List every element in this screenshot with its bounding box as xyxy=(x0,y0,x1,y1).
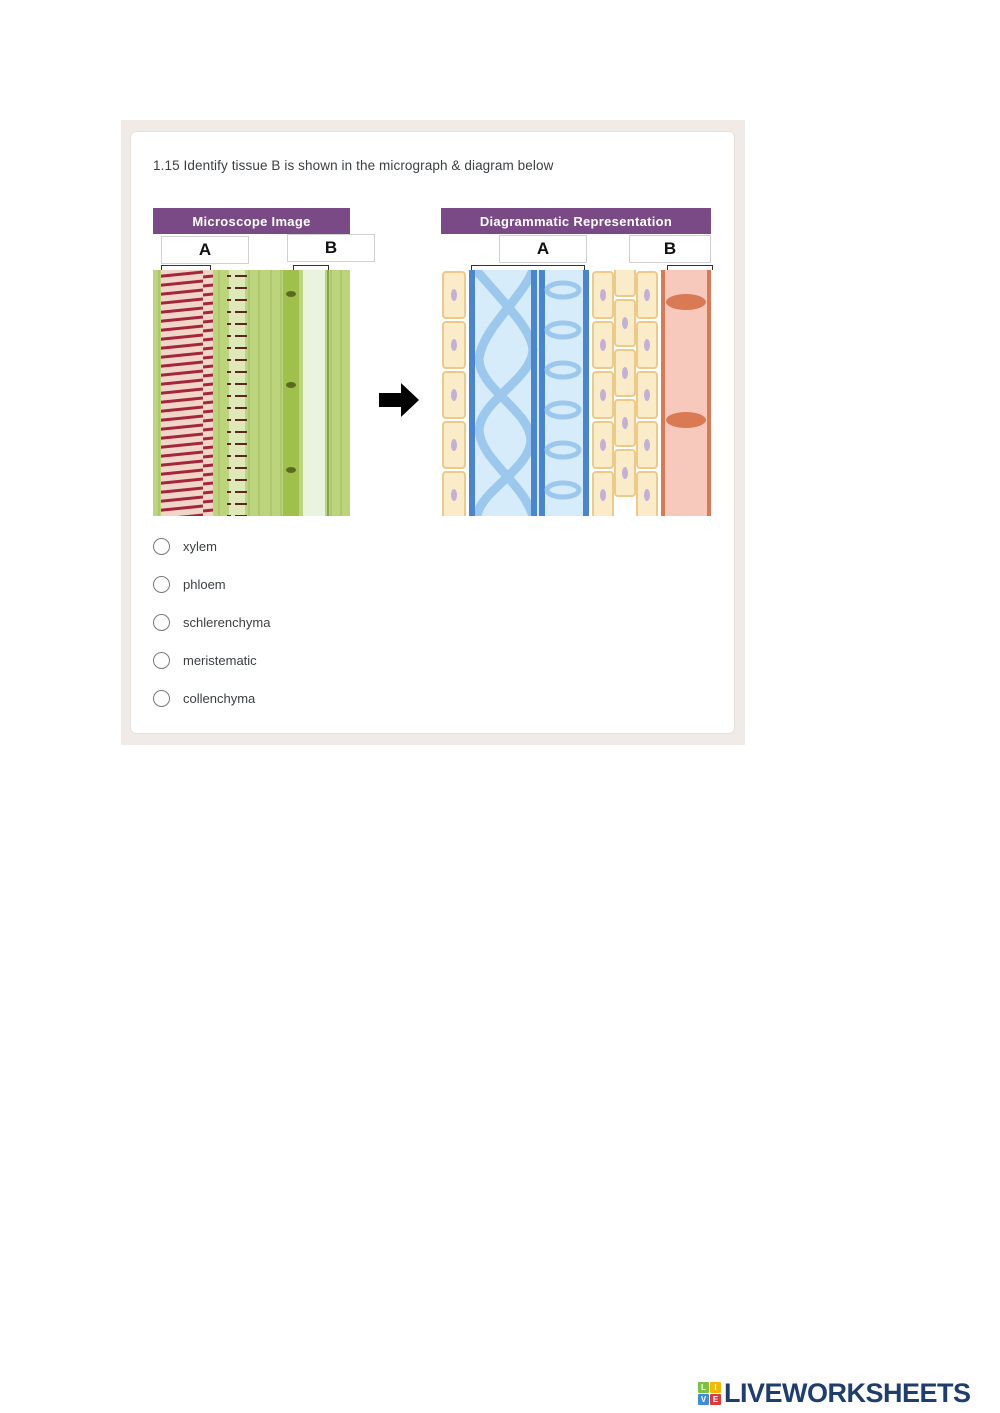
option-schlerenchyma[interactable]: schlerenchyma xyxy=(153,603,270,641)
micro-bracket-b xyxy=(293,265,329,270)
radio-button[interactable] xyxy=(153,613,170,631)
option-label: meristematic xyxy=(183,652,257,668)
micro-bracket-a xyxy=(161,265,211,270)
diagram-header: Diagrammatic Representation xyxy=(441,208,711,234)
logo-letter: V xyxy=(698,1394,709,1405)
diagram-bracket-a xyxy=(471,265,585,270)
diagram-image xyxy=(441,270,711,516)
answer-options: xylem phloem schlerenchyma meristematic … xyxy=(153,527,270,717)
option-meristematic[interactable]: meristematic xyxy=(153,641,270,679)
radio-button[interactable] xyxy=(153,689,170,707)
question-card: 1.15 Identify tissue B is shown in the m… xyxy=(130,131,735,734)
brand-name: LIVEWORKSHEETS xyxy=(724,1378,971,1408)
question-figure: Microscope Image A B xyxy=(153,208,713,518)
microscope-image xyxy=(153,270,350,516)
diagram-label-b: B xyxy=(629,235,711,263)
option-label: xylem xyxy=(183,538,217,554)
option-collenchyma[interactable]: collenchyma xyxy=(153,679,270,717)
option-label: collenchyma xyxy=(183,690,256,706)
micro-label-a: A xyxy=(161,236,249,264)
radio-button[interactable] xyxy=(153,651,170,669)
radio-button[interactable] xyxy=(153,575,170,593)
logo-letter: L xyxy=(698,1382,709,1393)
logo-letter: I xyxy=(710,1382,721,1393)
question-frame: 1.15 Identify tissue B is shown in the m… xyxy=(121,120,745,745)
diagram-label-a: A xyxy=(499,235,587,263)
live-logo-icon: L I V E xyxy=(698,1382,721,1405)
option-label: phloem xyxy=(183,576,226,592)
diagram-bracket-b xyxy=(667,265,713,270)
question-text: 1.15 Identify tissue B is shown in the m… xyxy=(153,158,554,173)
radio-button[interactable] xyxy=(153,537,170,555)
liveworksheets-logo: L I V E LIVEWORKSHEETS xyxy=(698,1378,971,1409)
micro-label-b: B xyxy=(287,234,375,262)
option-phloem[interactable]: phloem xyxy=(153,565,270,603)
microscope-header: Microscope Image xyxy=(153,208,350,234)
option-xylem[interactable]: xylem xyxy=(153,527,270,565)
option-label: schlerenchyma xyxy=(183,614,271,630)
logo-letter: E xyxy=(710,1394,721,1405)
right-arrow-icon xyxy=(379,383,419,422)
